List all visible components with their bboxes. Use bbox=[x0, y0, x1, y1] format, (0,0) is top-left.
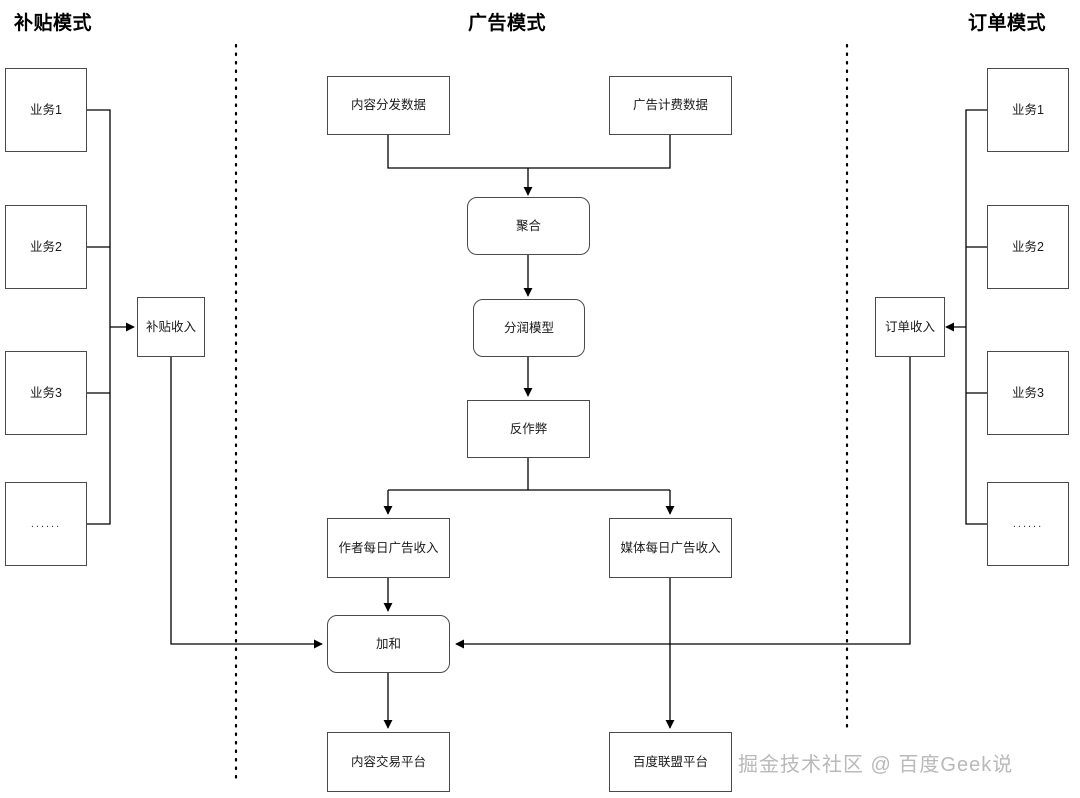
node-subsidy-business-3[interactable]: 业务3 bbox=[5, 351, 87, 435]
section-title-ads: 广告模式 bbox=[468, 13, 547, 34]
node-content-trading-platform[interactable]: 内容交易平台 bbox=[327, 732, 450, 792]
node-ad-billing-data[interactable]: 广告计费数据 bbox=[609, 76, 732, 135]
node-author-daily-ad-revenue[interactable]: 作者每日广告收入 bbox=[327, 518, 450, 578]
node-order-business-2[interactable]: 业务2 bbox=[987, 205, 1069, 289]
watermark-text: 掘金技术社区 @ 百度Geek说 bbox=[738, 754, 1014, 776]
edge-content-data-to-aggregate bbox=[387, 135, 528, 169]
node-aggregate[interactable]: 聚合 bbox=[467, 197, 590, 255]
node-subsidy-revenue[interactable]: 补贴收入 bbox=[137, 297, 205, 357]
edge-subsidy-b1 bbox=[87, 109, 111, 327]
node-media-daily-ad-revenue[interactable]: 媒体每日广告收入 bbox=[609, 518, 732, 578]
section-title-subsidy: 补贴模式 bbox=[14, 13, 93, 34]
edge-subsidy-revenue-to-sum bbox=[170, 357, 323, 649]
node-order-revenue[interactable]: 订单收入 bbox=[875, 297, 945, 357]
node-subsidy-business-2[interactable]: 业务2 bbox=[5, 205, 87, 289]
node-content-distribution-data[interactable]: 内容分发数据 bbox=[327, 76, 450, 135]
edge-ad-billing-to-aggregate bbox=[528, 135, 671, 169]
node-baidu-union-platform[interactable]: 百度联盟平台 bbox=[609, 732, 732, 792]
edge-anticheat-split bbox=[388, 458, 670, 491]
edge-subsidy-more bbox=[87, 327, 111, 525]
node-sum[interactable]: 加和 bbox=[327, 615, 450, 673]
node-subsidy-business-1[interactable]: 业务1 bbox=[5, 68, 87, 152]
node-order-business-3[interactable]: 业务3 bbox=[987, 351, 1069, 435]
node-anti-cheat[interactable]: 反作弊 bbox=[467, 400, 590, 458]
section-title-order: 订单模式 bbox=[968, 13, 1047, 34]
node-subsidy-business-more[interactable]: ...... bbox=[5, 482, 87, 566]
edge-order-more bbox=[965, 327, 987, 525]
node-order-business-more[interactable]: ...... bbox=[987, 482, 1069, 566]
node-order-business-1[interactable]: 业务1 bbox=[987, 68, 1069, 152]
edge-order-b1 bbox=[965, 109, 987, 327]
node-revenue-share-model[interactable]: 分润模型 bbox=[473, 299, 585, 357]
